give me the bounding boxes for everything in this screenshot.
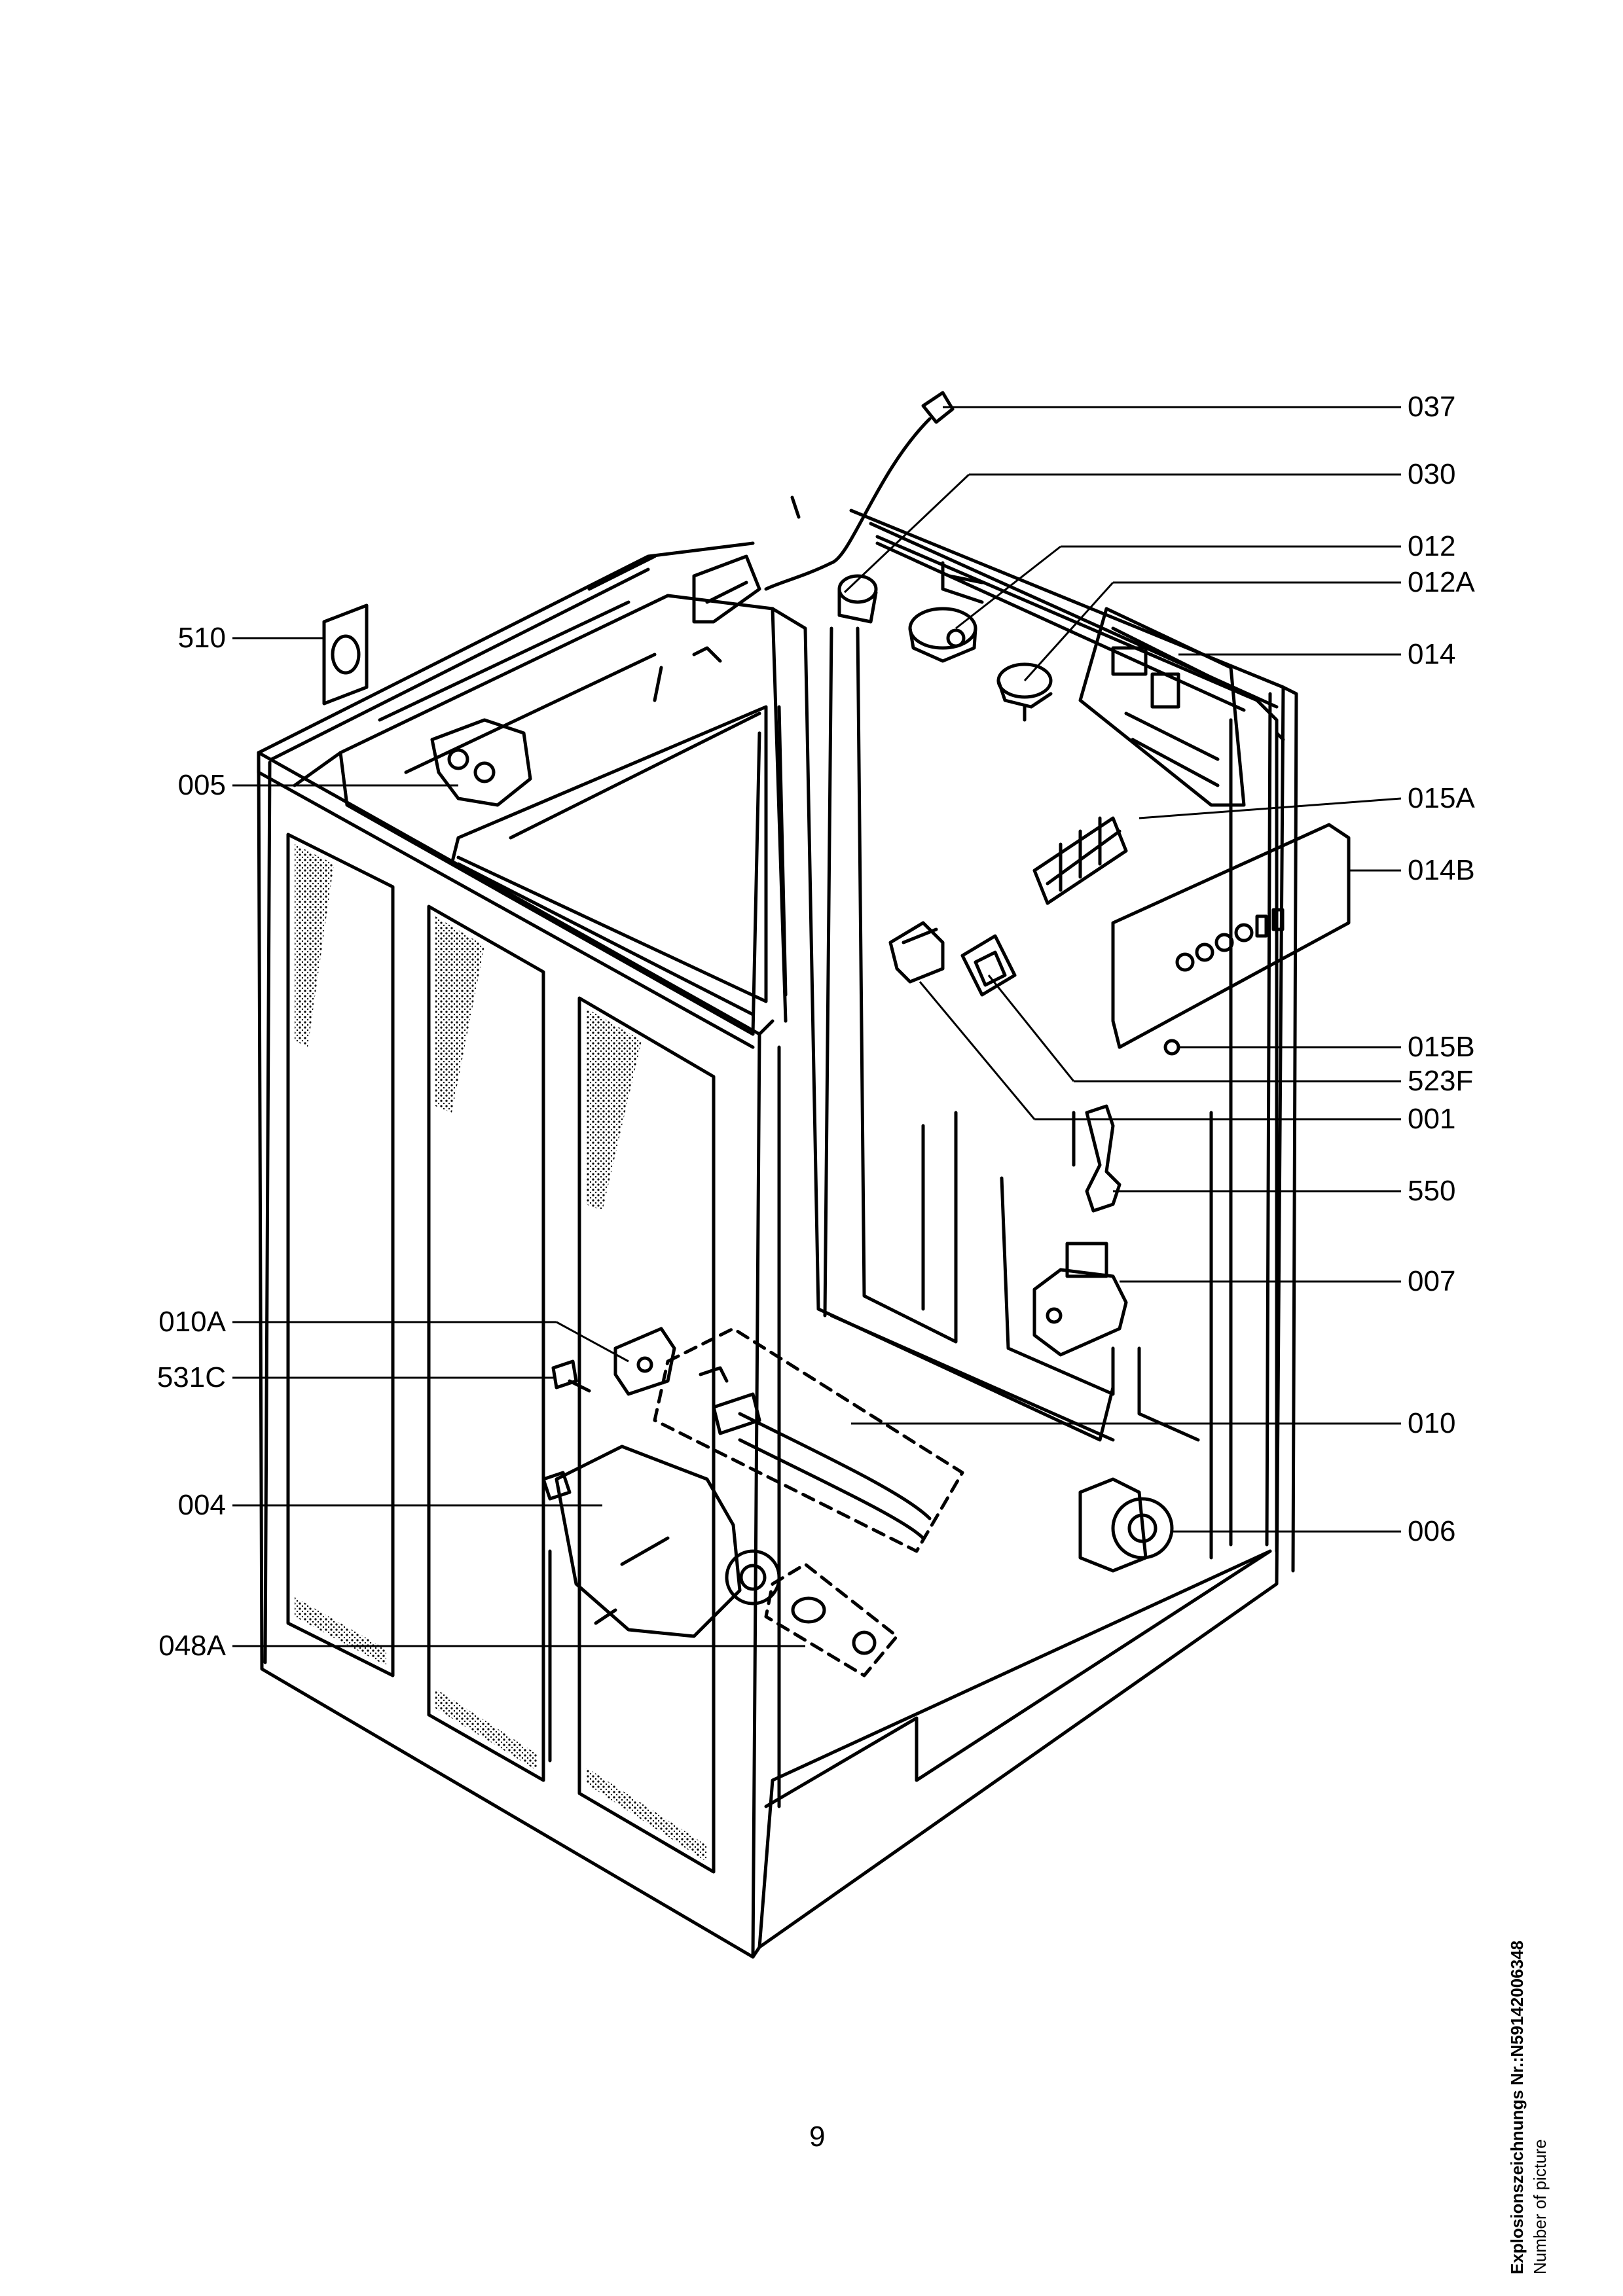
callout-006: 006 — [1408, 1515, 1456, 1547]
part-010A-clamp — [613, 1327, 676, 1396]
callout-014B: 014B — [1408, 854, 1475, 886]
part-015A-buttons — [1032, 816, 1128, 905]
part-012-selector — [908, 607, 977, 663]
callout-015B: 015B — [1408, 1031, 1475, 1063]
part-030-capacitor — [837, 574, 878, 624]
callout-030: 030 — [1408, 458, 1456, 490]
drawing-number: Explosionszeichnungs Nr.:N59142006348 — [1507, 1940, 1527, 2274]
part-010-heater-group — [653, 1327, 964, 1553]
callout-015A: 015A — [1408, 782, 1475, 814]
part-012A-pressure-switch — [996, 662, 1053, 722]
front-panel-shading — [295, 844, 707, 1862]
part-015B-knob — [1163, 1039, 1180, 1056]
part-523F-indicator — [960, 934, 1017, 997]
callout-012: 012 — [1408, 530, 1456, 562]
drawing-number-caption: Explosionszeichnungs Nr.:N59142006348 Nu… — [1507, 1941, 1550, 2274]
callout-048A: 048A — [158, 1630, 226, 1662]
part-510-cover — [322, 603, 369, 706]
callout-004: 004 — [177, 1489, 226, 1521]
callout-010A: 010A — [158, 1306, 226, 1338]
part-006-filter-pump — [1078, 1477, 1174, 1573]
part-001-switch — [888, 921, 945, 984]
callout-leaders — [232, 406, 1402, 1647]
callout-012A: 012A — [1408, 566, 1475, 598]
part-048A-belt-group — [764, 1562, 899, 1677]
callout-531C: 531C — [156, 1361, 226, 1393]
part-007-door-lock — [1032, 1242, 1128, 1357]
drawing-number-label: Number of picture — [1530, 2139, 1550, 2274]
callout-010: 010 — [1408, 1407, 1456, 1439]
callout-007: 007 — [1408, 1265, 1456, 1297]
part-014-control-board — [1078, 607, 1246, 807]
part-531C-screw — [551, 1359, 591, 1393]
callout-005: 005 — [177, 769, 226, 801]
callout-014: 014 — [1408, 638, 1456, 670]
page-number: 9 — [809, 2121, 826, 2153]
part-014B-control-panel — [1111, 823, 1351, 1049]
callout-523F: 523F — [1408, 1065, 1474, 1097]
part-004-motor — [541, 1444, 781, 1638]
cabinet-frame — [257, 495, 1298, 1959]
part-037-mains-cable — [692, 391, 955, 624]
callout-001: 001 — [1408, 1103, 1456, 1135]
part-550-lever — [1085, 1104, 1122, 1213]
callout-037: 037 — [1408, 391, 1456, 423]
callout-550: 550 — [1408, 1175, 1456, 1207]
part-005-valve — [430, 718, 532, 807]
callout-510: 510 — [177, 622, 226, 654]
